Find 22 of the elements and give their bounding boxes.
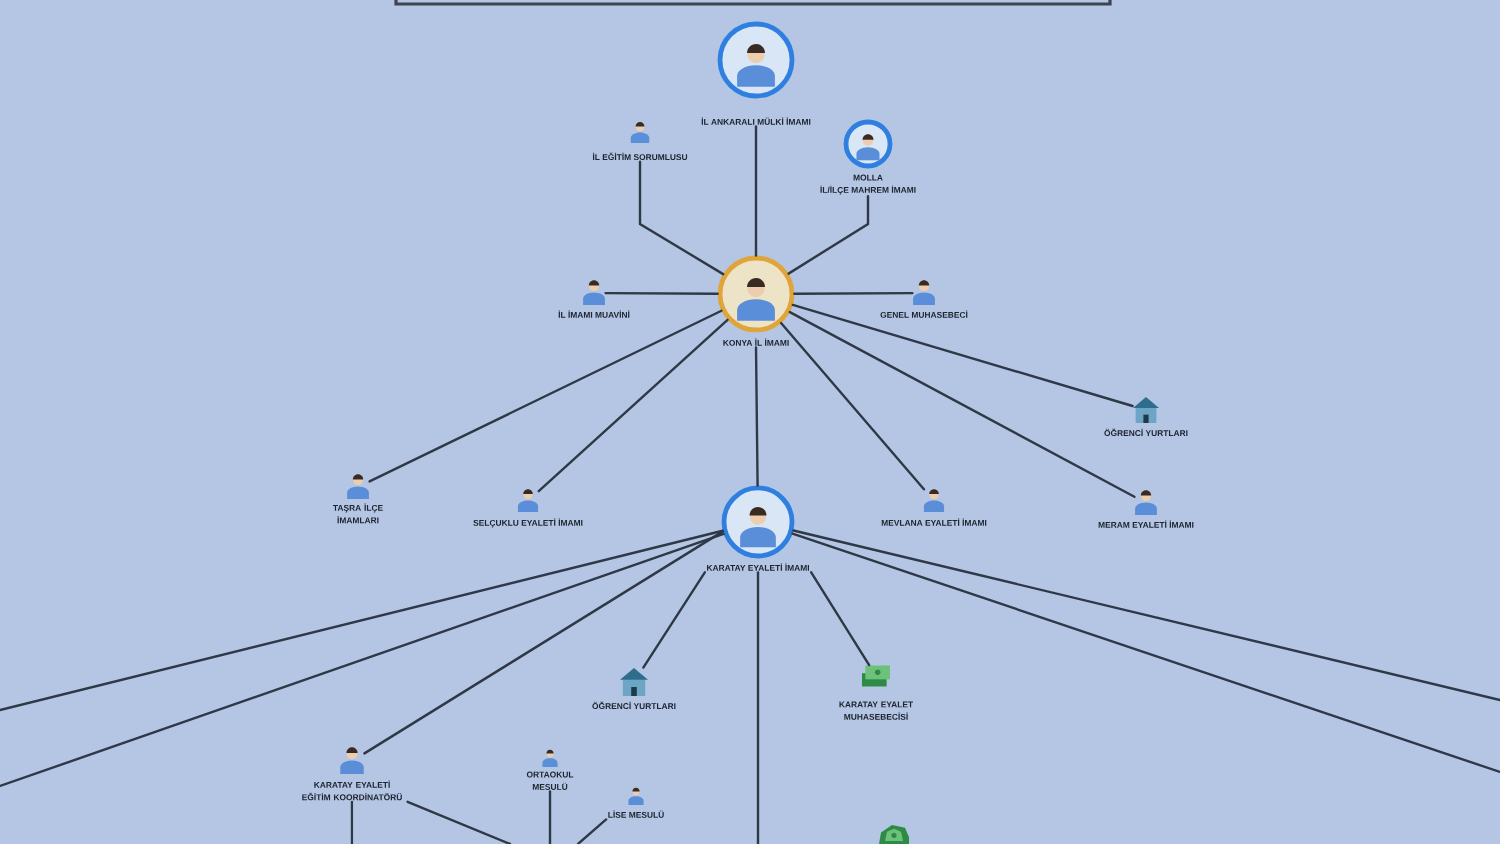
connector-line bbox=[791, 303, 1134, 408]
connector-line bbox=[548, 790, 552, 844]
connector-line bbox=[754, 346, 759, 487]
connector-line bbox=[368, 309, 723, 483]
connector-line bbox=[0, 532, 725, 788]
connector-line bbox=[537, 318, 729, 493]
connector-line bbox=[642, 571, 707, 669]
connector-line bbox=[788, 310, 1136, 498]
connector-line bbox=[754, 125, 758, 257]
connector-line bbox=[792, 529, 1500, 702]
connector-line bbox=[350, 800, 354, 844]
connector-line bbox=[793, 291, 914, 295]
connector-line bbox=[0, 529, 724, 712]
connector-line bbox=[363, 530, 725, 755]
money-icon bbox=[879, 824, 909, 844]
connector-line bbox=[756, 571, 760, 844]
connector-line bbox=[576, 818, 608, 844]
connector-line bbox=[406, 800, 512, 844]
connector-line bbox=[791, 532, 1500, 774]
connector-line bbox=[604, 291, 719, 295]
connector-line bbox=[787, 195, 870, 275]
connector-line bbox=[779, 321, 926, 491]
